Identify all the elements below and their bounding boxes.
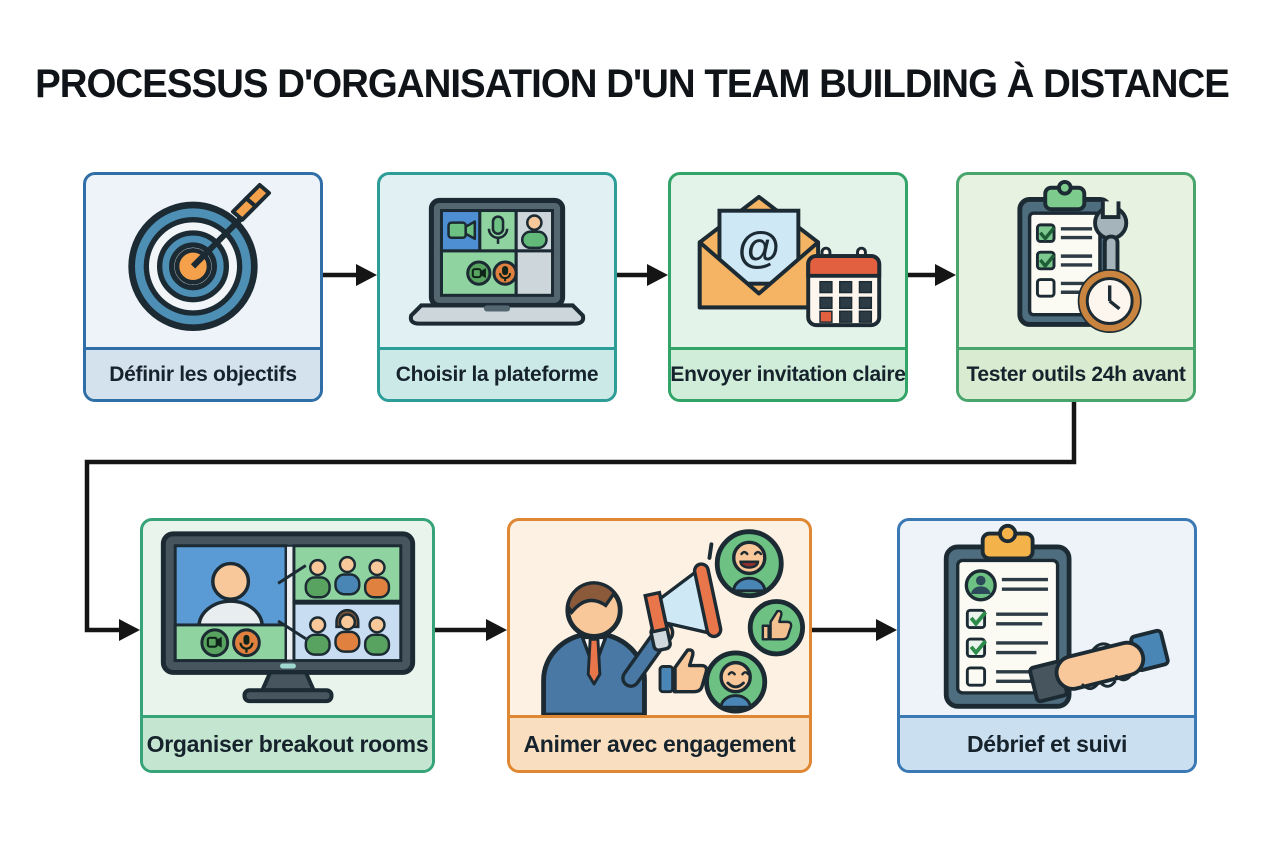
step-icon-area: @ xyxy=(671,175,905,347)
step-icon-area xyxy=(143,521,432,715)
checklist-wrench-clock-icon xyxy=(1017,179,1142,334)
step-label-bar: Choisir la plateforme xyxy=(380,347,614,399)
step-box-debrief-suivi: Débrief et suivi xyxy=(897,518,1197,773)
arrow-step6-step7 xyxy=(812,619,897,641)
step-label: Animer avec engagement xyxy=(523,730,796,757)
step-label-bar: Débrief et suivi xyxy=(900,715,1194,770)
arrow-step2-step3 xyxy=(617,264,668,286)
step-box-envoyer-invitation: @ Envoyer invitation claire xyxy=(668,172,908,402)
target-arrow-icon xyxy=(128,183,271,331)
email-calendar-icon: @ xyxy=(697,194,882,328)
step-label-bar: Envoyer invitation claire xyxy=(671,347,905,399)
page-title: PROCESSUS D'ORGANISATION D'UN TEAM BUILD… xyxy=(35,62,1230,106)
step-label: Choisir la plateforme xyxy=(395,362,599,386)
step-box-animer-engagement: Animer avec engagement xyxy=(507,518,812,773)
at-sign-glyph: @ xyxy=(738,224,780,272)
step-box-definir-objectifs: Définir les objectifs xyxy=(83,172,323,402)
step-label-bar: Animer avec engagement xyxy=(510,715,809,770)
step-label-bar: Définir les objectifs xyxy=(86,347,320,399)
step-icon-area xyxy=(510,521,809,715)
step-label-bar: Organiser breakout rooms xyxy=(143,715,432,770)
megaphone-presenter-icon xyxy=(540,529,805,715)
arrow-step5-step6 xyxy=(435,619,507,641)
arrow-step3-step4 xyxy=(908,264,956,286)
step-box-tester-outils: Tester outils 24h avant xyxy=(956,172,1196,402)
step-icon-area xyxy=(86,175,320,347)
arrow-step1-step2 xyxy=(323,264,377,286)
step-icon-area xyxy=(900,521,1194,715)
step-label: Débrief et suivi xyxy=(966,730,1128,757)
step-label: Définir les objectifs xyxy=(109,362,297,386)
step-icon-area xyxy=(959,175,1193,347)
step-label: Tester outils 24h avant xyxy=(966,362,1186,386)
handshake-report-icon xyxy=(943,523,1170,709)
breakout-monitor-icon xyxy=(160,531,415,704)
step-box-breakout-rooms: Organiser breakout rooms xyxy=(140,518,435,773)
step-icon-area xyxy=(380,175,614,347)
step-label: Organiser breakout rooms xyxy=(146,730,429,757)
step-box-choisir-plateforme: Choisir la plateforme xyxy=(377,172,617,402)
step-label: Envoyer invitation claire xyxy=(670,362,906,386)
step-label-bar: Tester outils 24h avant xyxy=(959,347,1193,399)
video-call-laptop-icon xyxy=(408,197,586,326)
